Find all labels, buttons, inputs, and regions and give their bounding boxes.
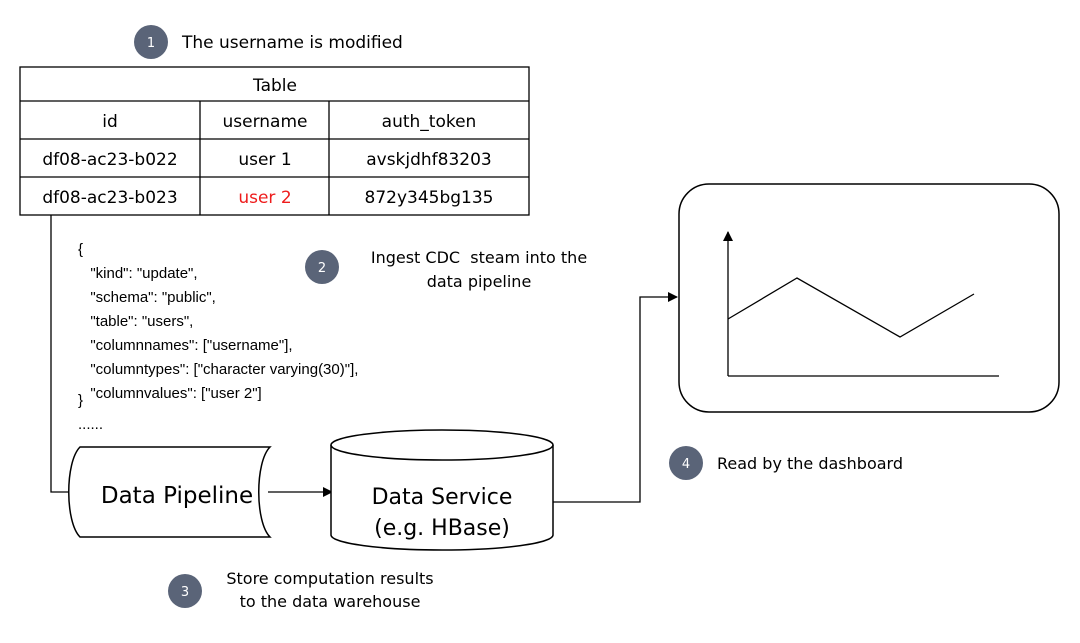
dashboard-chart-line [727, 277, 975, 338]
step-2-number: 2 [318, 261, 326, 276]
step-4-badge [669, 446, 703, 480]
step-2-label-line: Ingest CDC steam into the [371, 248, 587, 267]
json-line: "schema": "public", [82, 289, 216, 306]
json-line: "columnvalues": ["user 2"] [82, 385, 262, 402]
data-service-label-line: Data Service [372, 485, 513, 510]
data-pipeline-node: Data Pipeline [68, 446, 272, 538]
json-line: ...... [78, 416, 103, 433]
table-cell-username: user 1 [238, 150, 291, 170]
data-pipeline-label: Data Pipeline [101, 483, 253, 509]
json-line: { [78, 241, 83, 258]
step-3-label-line: Store computation results [226, 569, 433, 588]
json-line: } [78, 392, 83, 409]
data-service-node: Data Service (e.g. HBase) [330, 429, 554, 551]
step-4-label: Read by the dashboard [717, 454, 903, 473]
data-pipeline-shape [68, 446, 272, 538]
json-line: "table": "users", [82, 313, 193, 330]
table-border [19, 66, 530, 216]
json-line: "kind": "update", [82, 265, 198, 282]
step-1: 1 The username is modified [134, 25, 403, 59]
step-2-label-line: data pipeline [427, 272, 532, 291]
table-cell-auth-token: 872y345bg135 [365, 188, 494, 208]
step-2-badge [305, 250, 339, 284]
step-3-badge [168, 574, 202, 608]
column-header-username: username [223, 112, 308, 132]
step-1-label: The username is modified [181, 33, 403, 53]
step-3-label-line: to the data warehouse [240, 592, 421, 611]
dashboard-frame [678, 183, 1060, 413]
step-2: 2 Ingest CDC steam into the data pipelin… [305, 248, 587, 291]
step-1-badge [134, 25, 168, 59]
step-1-number: 1 [147, 36, 155, 51]
step-3-number: 3 [181, 585, 189, 600]
table-title: Table [252, 76, 297, 96]
json-line: "columntypes": ["character varying(30)"]… [82, 361, 358, 378]
data-service-body [330, 445, 554, 551]
dashboard-node [678, 183, 1060, 413]
data-service-top [330, 429, 554, 461]
table-cell-id: df08-ac23-b022 [42, 150, 177, 170]
service-to-dashboard-arrow [553, 292, 678, 503]
step-4: 4 Read by the dashboard [669, 446, 903, 480]
table-cell-id: df08-ac23-b023 [42, 188, 177, 208]
table-cell-username-modified: user 2 [238, 188, 291, 208]
column-header-auth-token: auth_token [382, 112, 477, 132]
column-header-id: id [102, 112, 118, 132]
step-3: 3 Store computation results to the data … [168, 569, 434, 611]
json-line: "columnnames": ["username"], [82, 337, 293, 354]
step-4-number: 4 [682, 457, 690, 472]
users-table [19, 66, 530, 216]
table-cell-auth-token: avskjdhf83203 [366, 150, 492, 170]
cdc-event-json: { "kind": "update", "schema": "public", … [78, 241, 358, 433]
data-service-label-line: (e.g. HBase) [374, 516, 510, 541]
